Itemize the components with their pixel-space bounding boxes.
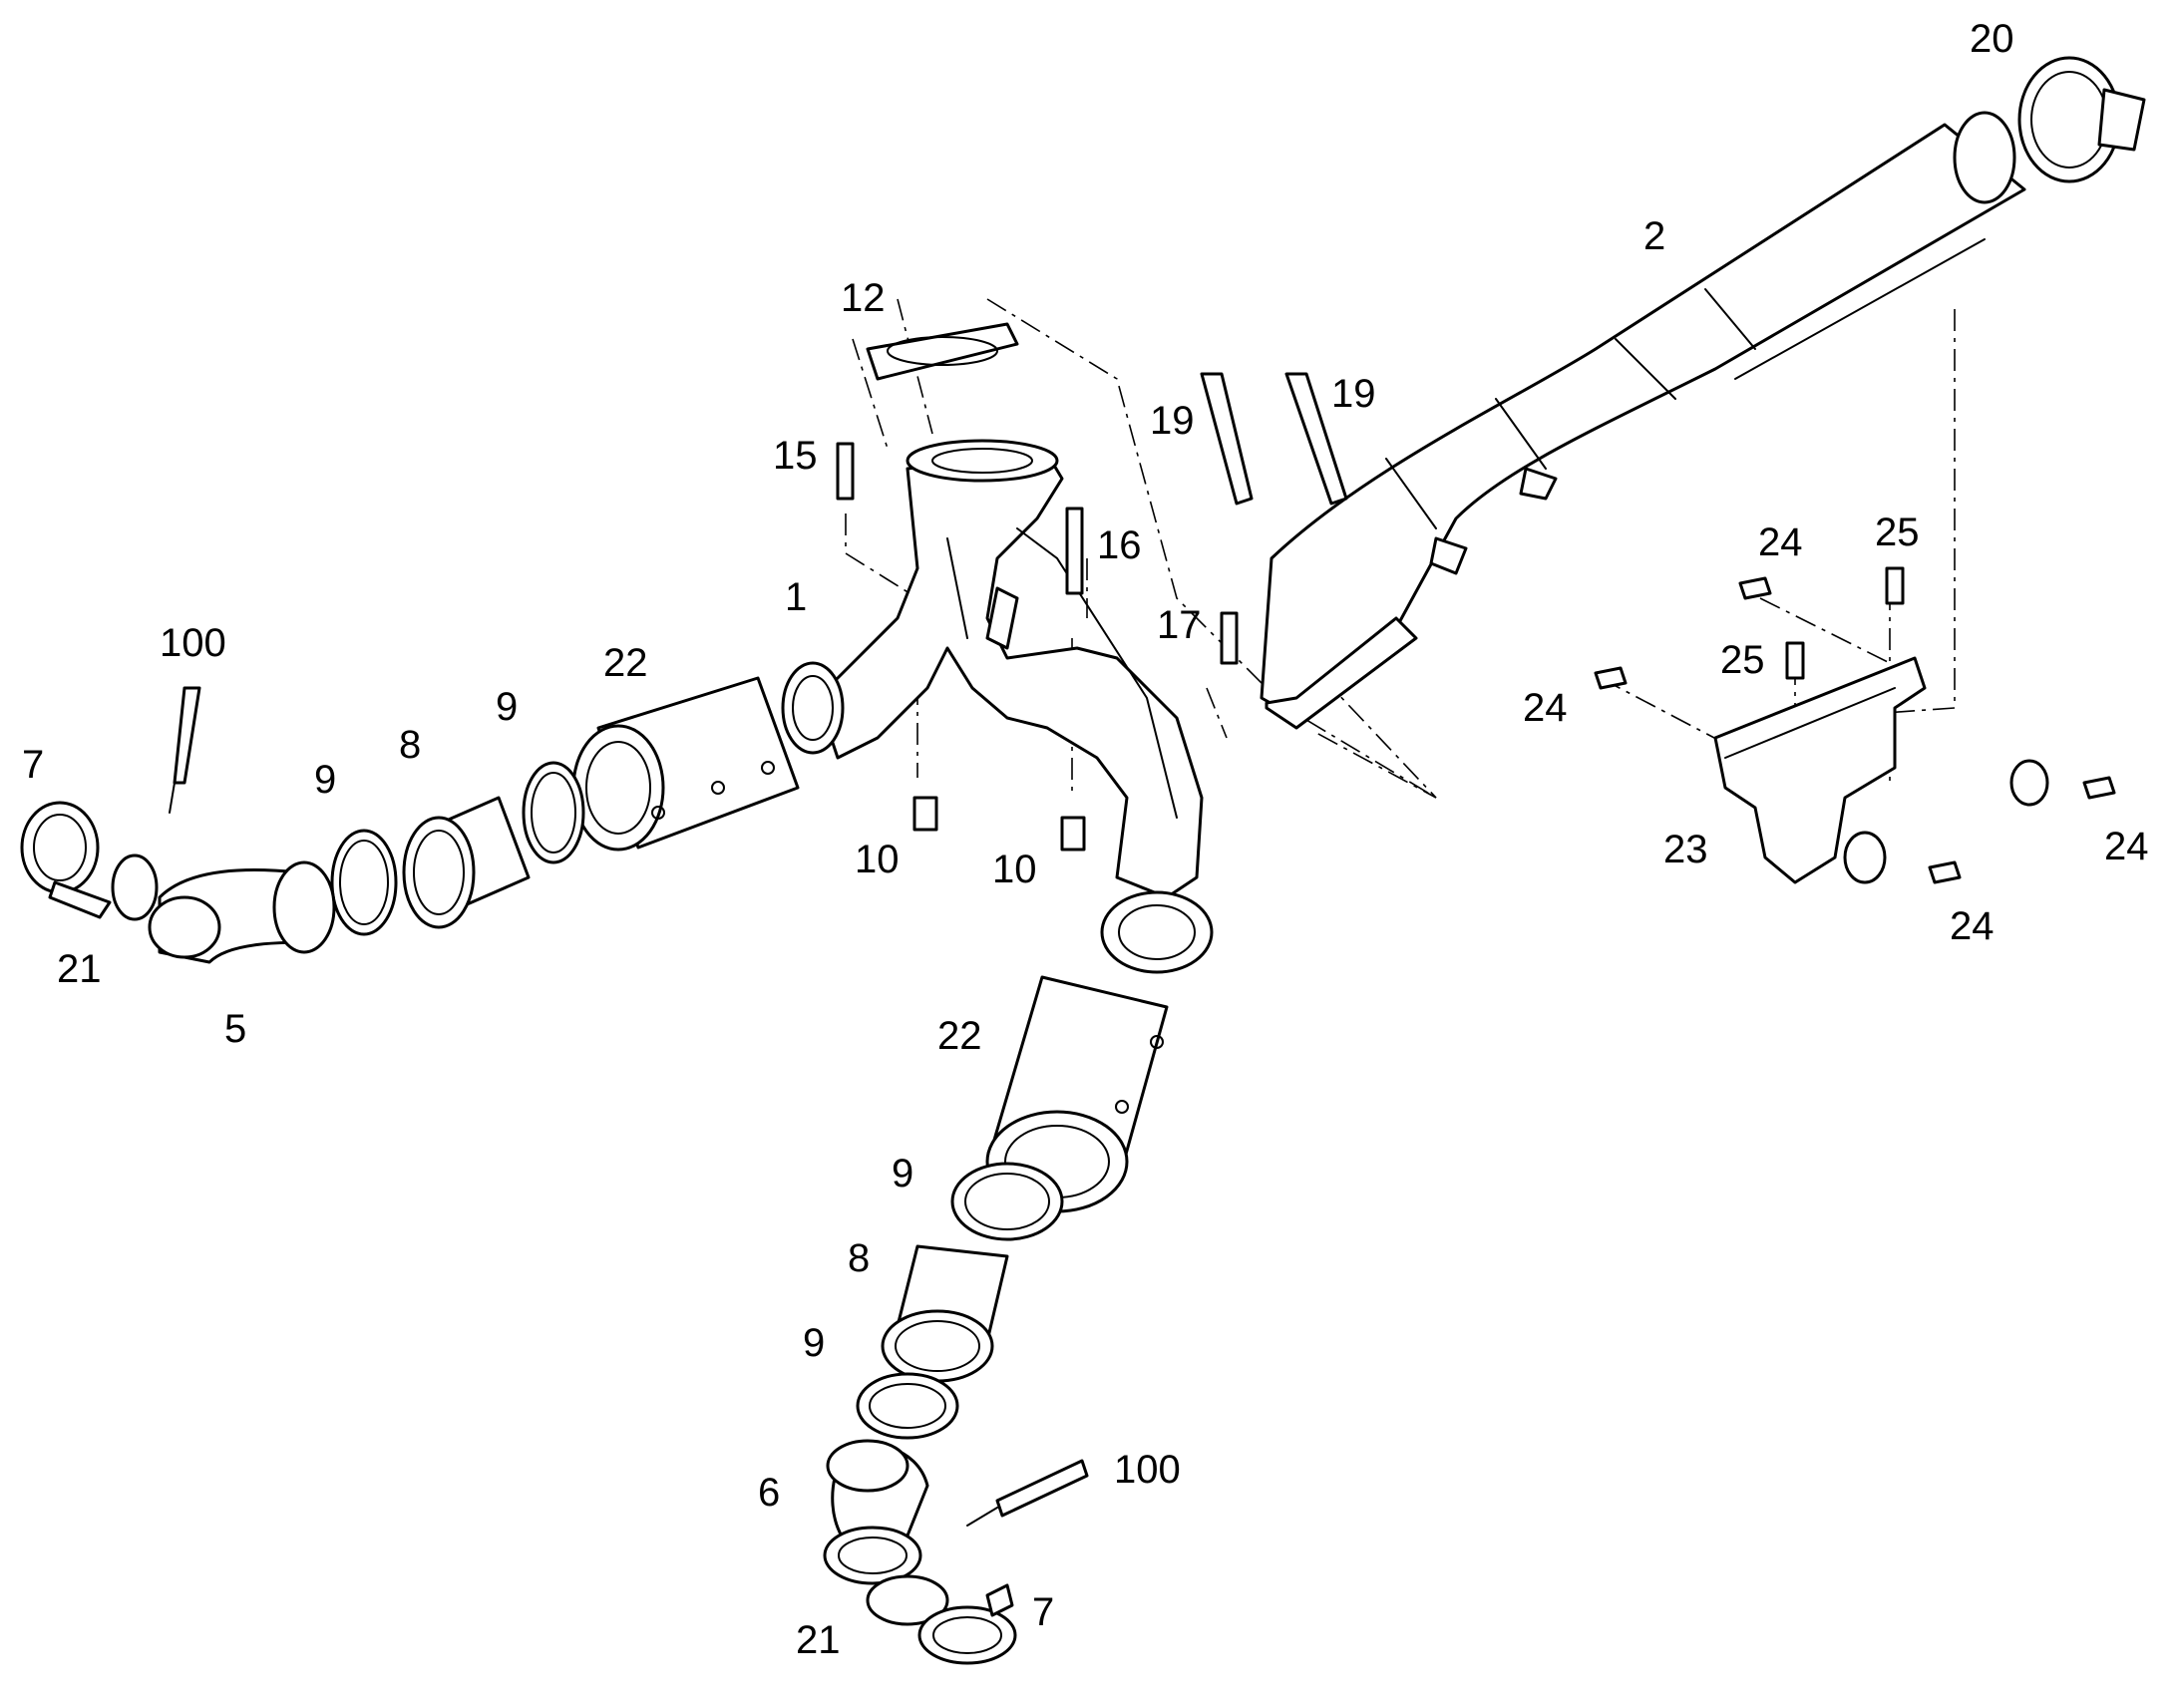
callout-9c: 9 <box>892 1152 913 1196</box>
bolt-24c <box>2082 776 2116 800</box>
callout-8a: 8 <box>399 723 421 767</box>
spacer-10a <box>912 796 938 832</box>
callout-24b: 24 <box>1523 686 1568 730</box>
spacer-10b <box>1060 816 1086 852</box>
bolt-19a <box>1200 372 1254 506</box>
callout-25b: 25 <box>1720 638 1765 682</box>
callout-12: 12 <box>841 276 886 320</box>
callout-22a: 22 <box>603 641 648 685</box>
callout-15: 15 <box>773 434 818 478</box>
bolt-24b <box>1594 666 1628 690</box>
callout-9a: 9 <box>314 758 336 802</box>
callout-24d: 24 <box>1950 904 1995 948</box>
tailpipe-muffler <box>1260 56 2146 730</box>
callout-100a: 100 <box>160 621 226 665</box>
callout-labels: 1 2 5 6 7 7 8 8 9 9 9 9 10 10 12 15 16 1… <box>22 17 2149 1662</box>
bolt-16 <box>1065 507 1084 595</box>
flange-gasket <box>866 322 1019 381</box>
callout-23: 23 <box>1663 828 1708 871</box>
fasteners <box>836 372 2116 884</box>
callout-21a: 21 <box>57 947 102 991</box>
left-branch-parts <box>20 676 800 964</box>
bolt-25b <box>1785 641 1805 680</box>
callout-100b: 100 <box>1114 1448 1181 1492</box>
callout-24c: 24 <box>2104 825 2149 868</box>
callout-6: 6 <box>758 1471 780 1515</box>
bolt-19b <box>1284 372 1348 506</box>
callout-10b: 10 <box>992 848 1037 891</box>
callout-20: 20 <box>1970 17 2014 61</box>
callout-19b: 19 <box>1331 372 1376 416</box>
callout-22b: 22 <box>937 1014 982 1058</box>
callout-7a: 7 <box>22 743 44 787</box>
callout-19a: 19 <box>1150 399 1195 443</box>
callout-16: 16 <box>1097 523 1142 567</box>
bolt-24d <box>1928 860 1962 884</box>
callout-7b: 7 <box>1032 1590 1054 1634</box>
callout-9d: 9 <box>803 1321 825 1365</box>
bolt-24a <box>1738 576 1772 600</box>
callout-2: 2 <box>1643 214 1665 258</box>
callout-10a: 10 <box>855 838 900 881</box>
y-pipe-assembly <box>781 439 1214 974</box>
bolt-15 <box>836 442 855 501</box>
callout-5: 5 <box>224 1007 246 1051</box>
callout-17: 17 <box>1157 603 1202 647</box>
callout-24a: 24 <box>1758 520 1803 564</box>
bolt-25a <box>1885 566 1905 605</box>
callout-8b: 8 <box>848 1236 870 1280</box>
lower-branch-parts <box>823 975 1169 1665</box>
callout-1: 1 <box>785 575 807 619</box>
bolt-17 <box>1220 611 1239 665</box>
callout-21b: 21 <box>796 1618 841 1662</box>
callout-25a: 25 <box>1875 511 1920 554</box>
mounting-bracket <box>1713 656 2049 884</box>
callout-9b: 9 <box>496 685 518 729</box>
